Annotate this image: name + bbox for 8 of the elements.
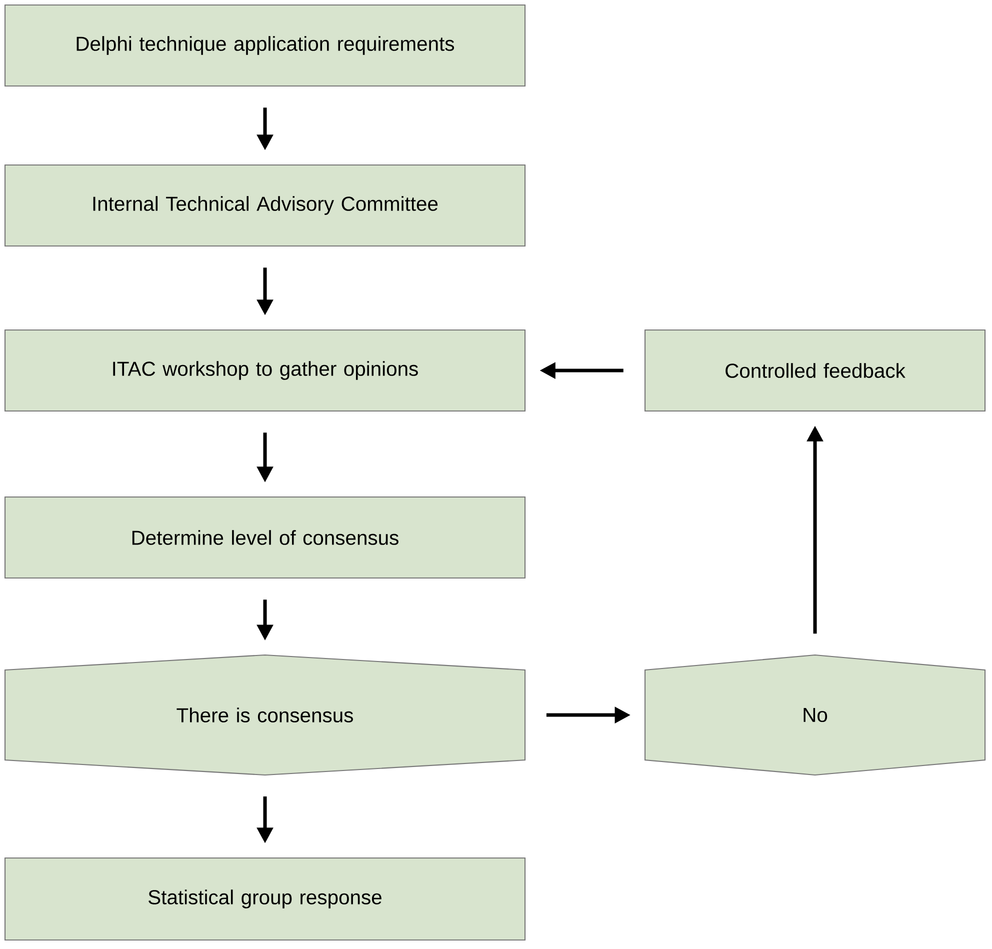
process-box: Determine level of consensus xyxy=(4,496,526,579)
process-box: Statistical group response xyxy=(4,857,526,941)
process-box: Controlled feedback xyxy=(644,329,986,412)
process-box: Delphi technique application requirements xyxy=(4,4,526,87)
process-box: ITAC workshop to gather opinions xyxy=(4,329,526,412)
decision-hexagon: No xyxy=(644,654,986,776)
process-box: Internal Technical Advisory Committee xyxy=(4,164,526,247)
decision-hexagon: There is consensus xyxy=(4,654,526,776)
